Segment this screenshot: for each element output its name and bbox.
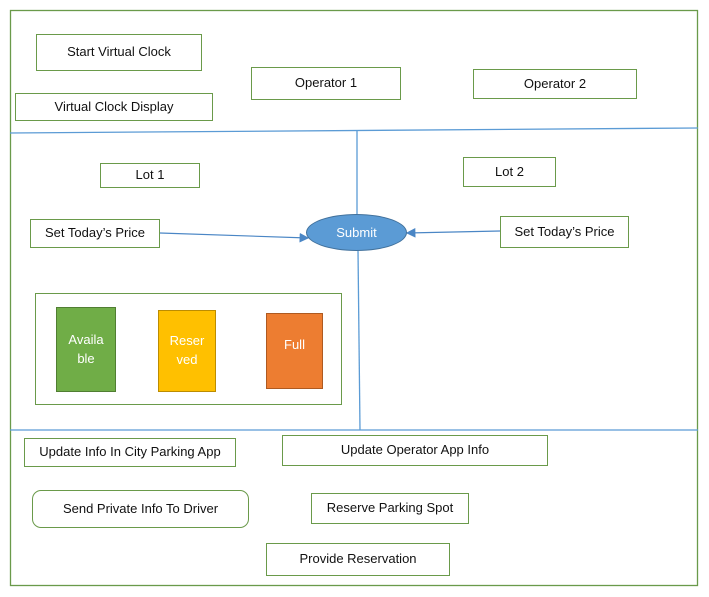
update-city-app-box: Update Info In City Parking App	[24, 438, 236, 467]
available-label: Availa ble	[68, 331, 104, 366]
submit-ellipse: Submit	[306, 214, 407, 251]
lot-2-set-price-box: Set Today’s Price	[500, 216, 629, 248]
arrow-lot2-to-submit	[405, 228, 501, 238]
lot-1-box: Lot 1	[100, 163, 200, 188]
outer-frame	[9, 9, 699, 587]
virtual-clock-display-box: Virtual Clock Display	[15, 93, 213, 121]
full-status: Full	[266, 313, 323, 389]
provide-reservation-box: Provide Reservation	[266, 543, 450, 576]
operator-2-box: Operator 2	[473, 69, 637, 99]
center-divider-lower	[357, 249, 361, 431]
reserved-label: Reser ved	[169, 333, 205, 367]
arrow-lot1-to-submit	[159, 232, 310, 243]
reserve-parking-spot-box: Reserve Parking Spot	[311, 493, 469, 524]
lot-2-box: Lot 2	[463, 157, 556, 187]
reserved-status: Reser ved	[158, 310, 216, 392]
available-status: Availa ble	[56, 307, 116, 392]
start-virtual-clock-box: Start Virtual Clock	[36, 34, 202, 71]
update-operator-app-box: Update Operator App Info	[282, 435, 548, 466]
operator-1-box: Operator 1	[251, 67, 401, 100]
lot-1-set-price-box: Set Today’s Price	[30, 219, 160, 248]
send-private-info-box: Send Private Info To Driver	[32, 490, 249, 528]
full-label: Full	[284, 336, 305, 352]
top-divider	[9, 127, 699, 134]
